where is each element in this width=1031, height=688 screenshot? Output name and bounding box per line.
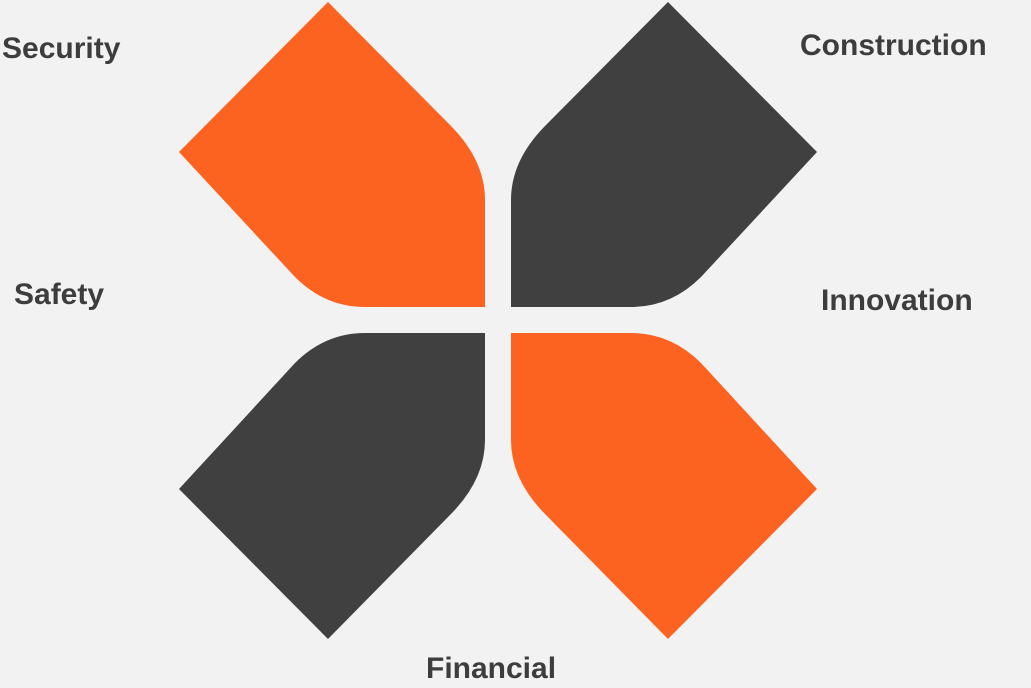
label-security: Security xyxy=(2,32,121,65)
label-innovation: Innovation xyxy=(821,284,973,317)
petal-bottom-left xyxy=(179,333,485,639)
label-construction: Construction xyxy=(800,29,987,62)
petal-top-left xyxy=(179,2,485,307)
label-financial: Financial xyxy=(426,652,557,685)
petal-top-right xyxy=(511,2,817,307)
label-safety: Safety xyxy=(14,278,105,311)
petal-bottom-right xyxy=(511,333,817,639)
